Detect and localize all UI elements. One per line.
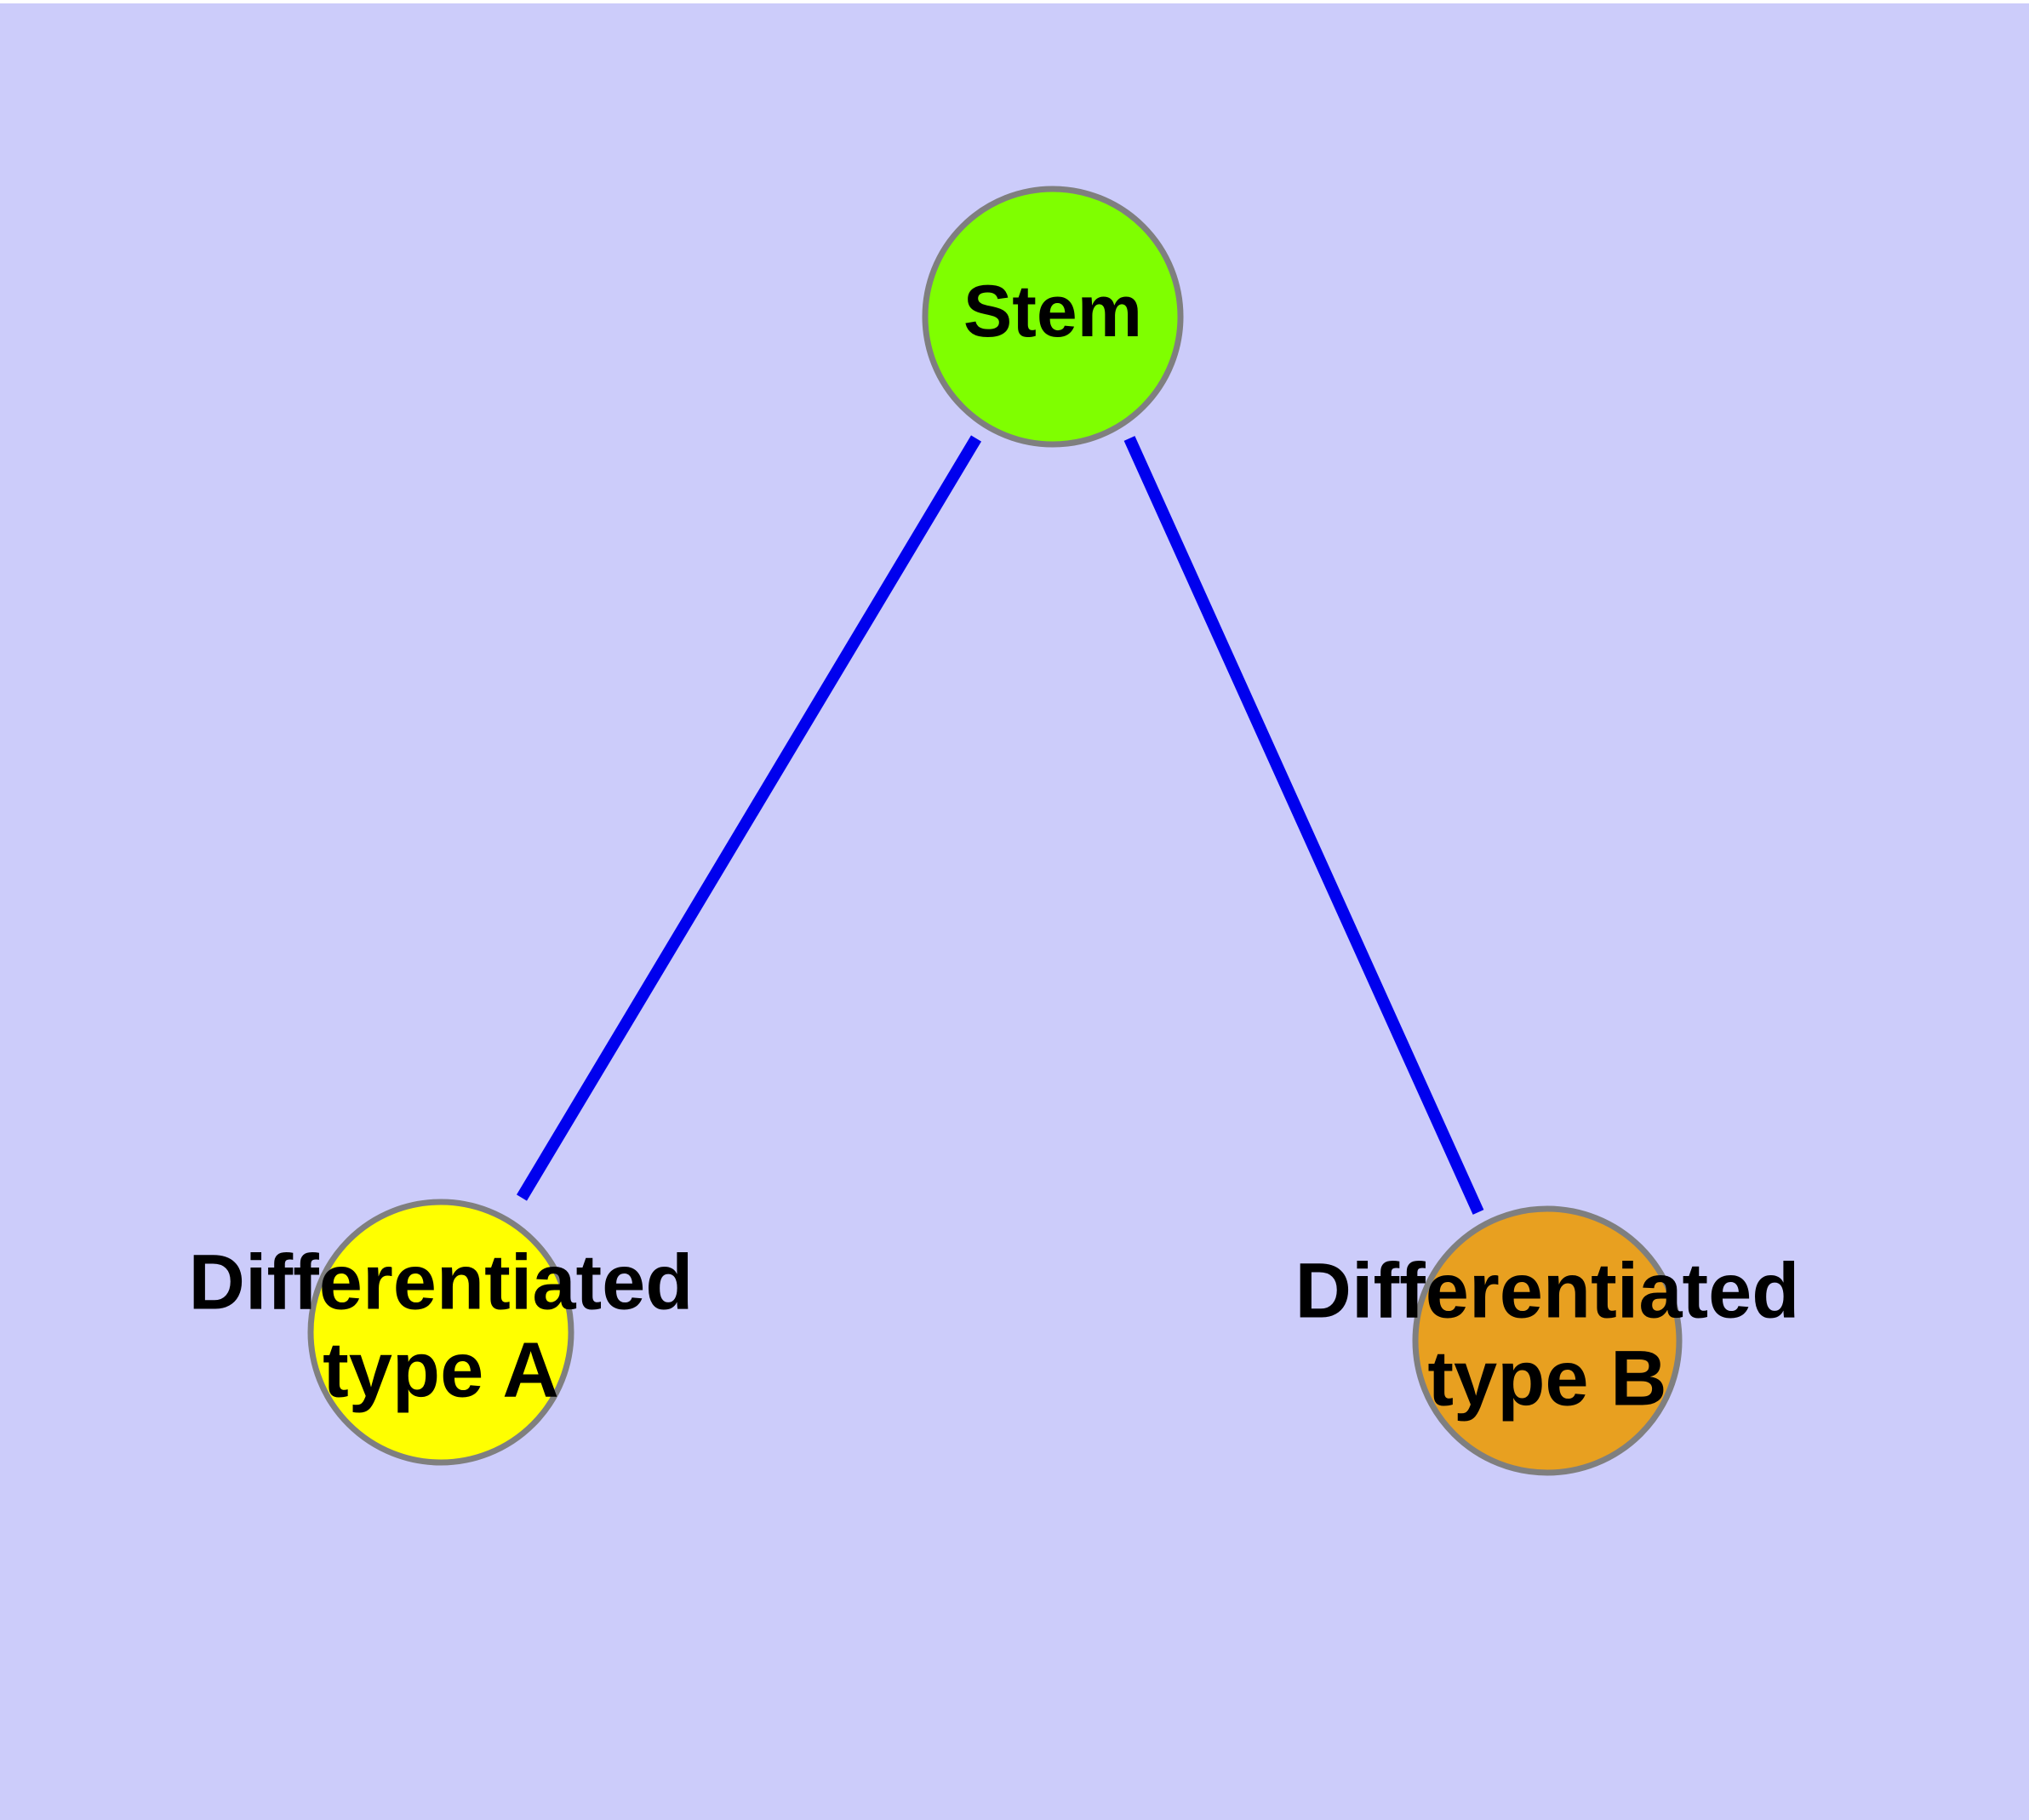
nodes-group <box>307 186 1683 1476</box>
edges-group <box>516 435 1484 1215</box>
node-differentiated-type-b-circle[interactable] <box>1412 1205 1683 1476</box>
edge-stem-to-differentiated-type-b[interactable] <box>1123 436 1484 1215</box>
node-stem-circle[interactable] <box>922 186 1184 448</box>
node-stem-label: Stem <box>963 271 1142 352</box>
node-differentiated-type-a-circle[interactable] <box>307 1199 574 1466</box>
edge-stem-to-differentiated-type-a[interactable] <box>516 435 982 1201</box>
